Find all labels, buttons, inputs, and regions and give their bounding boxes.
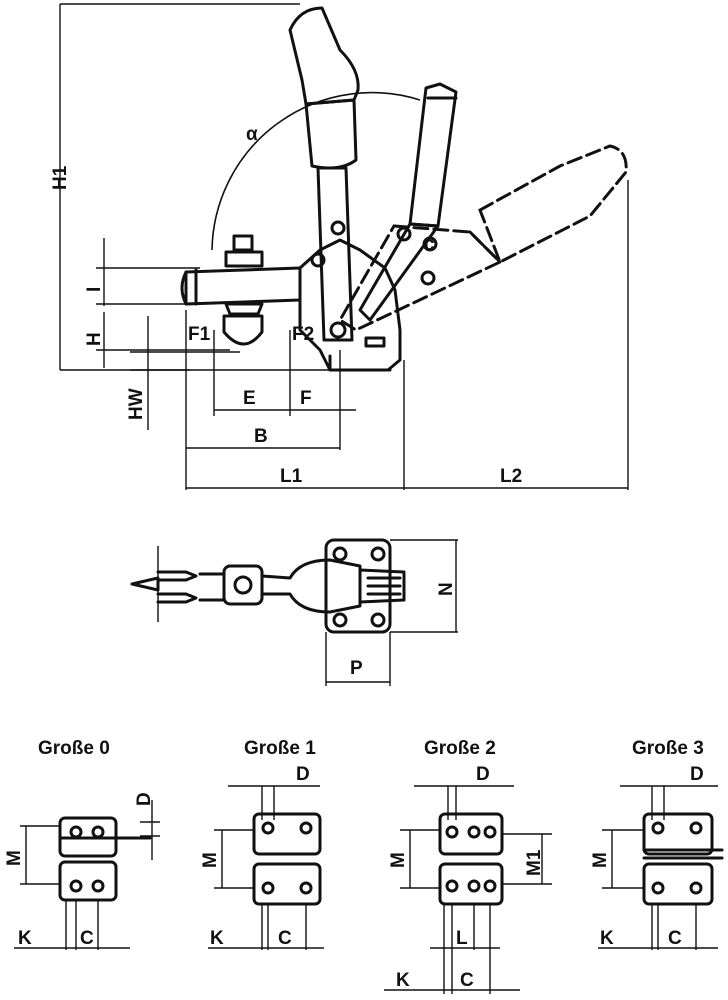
size-1-K: K	[210, 928, 224, 949]
size-2-L: L	[456, 928, 468, 949]
size-1-C: C	[278, 928, 292, 949]
size-1-detail: Große 1 D M K C	[200, 738, 324, 950]
size-0-C: C	[80, 928, 94, 949]
top-view: N P	[130, 538, 458, 686]
size-3-detail: Große 3 D M K C	[590, 738, 724, 950]
size-2-C: C	[460, 970, 474, 991]
size-1-D: D	[296, 764, 310, 785]
size-0-detail: Große 0 M D K C	[4, 738, 160, 950]
size-0-title: Große 0	[38, 738, 110, 759]
dim-F2: F2	[292, 324, 314, 345]
size-1-M: M	[200, 852, 221, 868]
size-2-D: D	[476, 764, 490, 785]
dim-F: F	[300, 388, 312, 409]
size-2-detail: Große 2 D M M1 L K C	[384, 738, 552, 994]
size-2-M: M	[388, 852, 409, 868]
dim-c: c	[424, 234, 435, 255]
size-3-M: M	[590, 852, 611, 868]
side-view: H1 α I H HW	[50, 3, 629, 490]
dim-L2: L2	[500, 466, 522, 487]
dim-H: H	[84, 332, 105, 346]
dim-E: E	[243, 388, 256, 409]
dim-B: B	[254, 426, 268, 447]
size-1-title: Große 1	[244, 738, 316, 759]
dim-I: I	[84, 287, 105, 292]
dim-alpha: α	[246, 124, 258, 145]
size-0-K: K	[18, 928, 32, 949]
size-0-M: M	[4, 850, 25, 866]
dim-L1: L1	[280, 466, 303, 487]
size-3-C: C	[668, 928, 682, 949]
size-3-title: Große 3	[632, 738, 704, 759]
dim-N: N	[436, 582, 457, 596]
dim-HW: HW	[126, 388, 147, 420]
size-3-K: K	[600, 928, 614, 949]
size-3-D: D	[690, 764, 704, 785]
size-2-K: K	[396, 970, 410, 991]
size-2-M1: M1	[524, 849, 545, 876]
size-2-title: Große 2	[424, 738, 496, 759]
dim-H1: H1	[50, 165, 71, 190]
size-0-D: D	[134, 792, 155, 806]
dim-P: P	[350, 658, 363, 679]
dim-F1: F1	[188, 324, 211, 345]
